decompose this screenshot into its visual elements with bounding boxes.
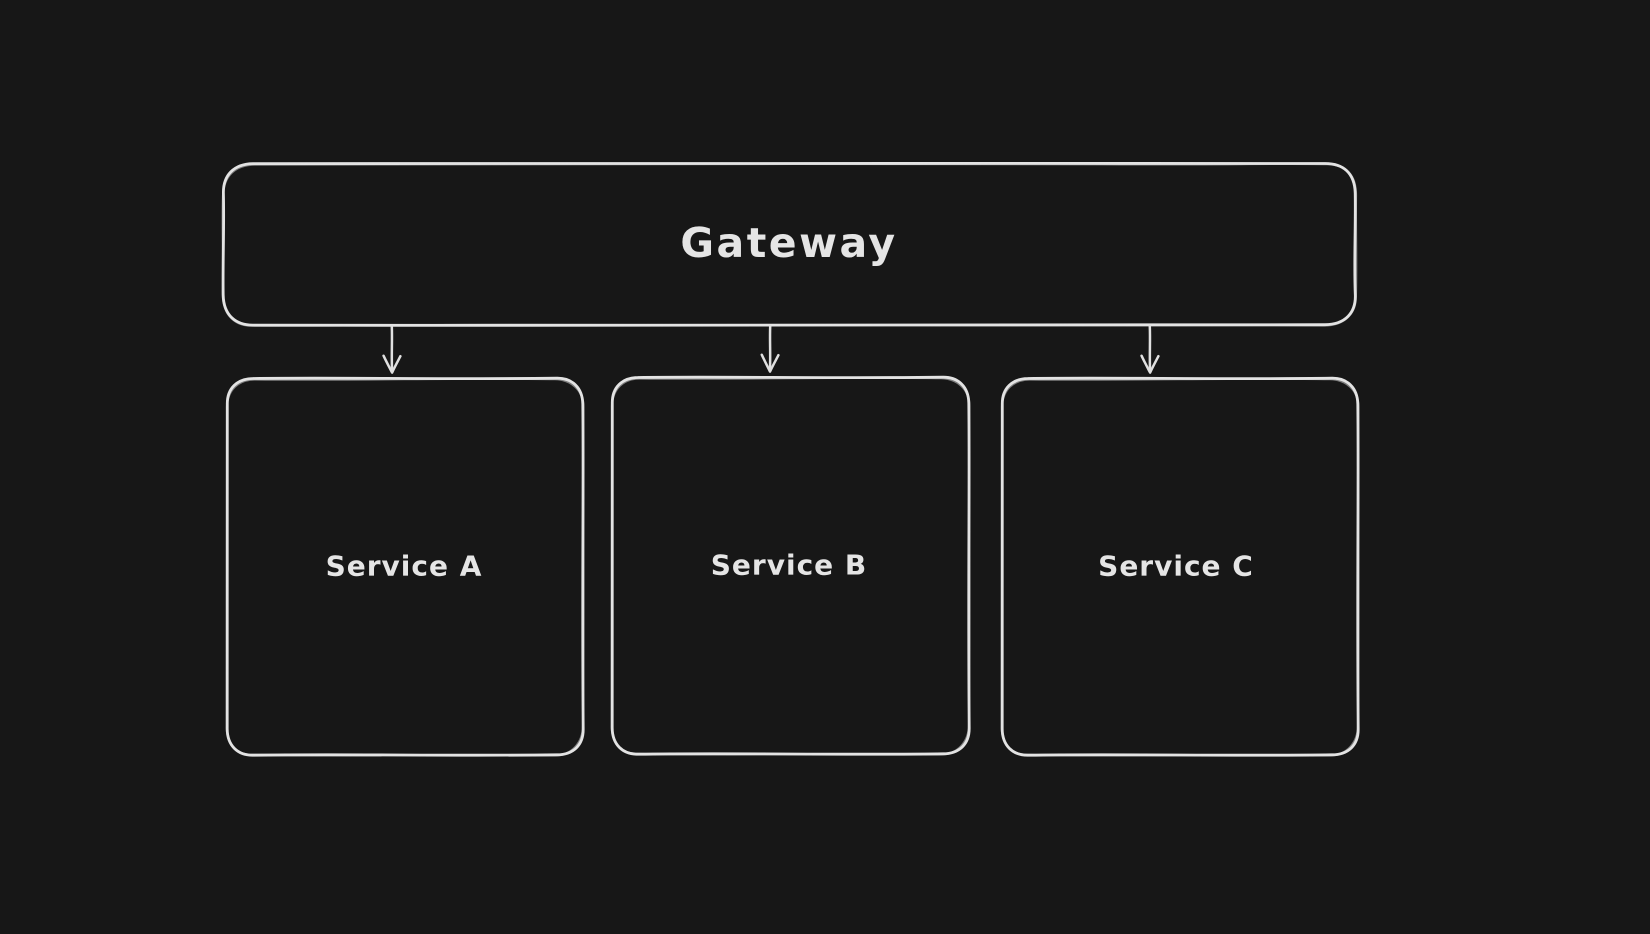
- arrow-gateway-to-service-b[interactable]: [760, 325, 780, 373]
- service-b-node-label: Service B: [710, 548, 868, 582]
- arrow-gateway-to-service-c[interactable]: [1140, 325, 1160, 374]
- arrow-gateway-to-service-a[interactable]: [382, 325, 402, 374]
- service-c-node-shape[interactable]: [1000, 376, 1360, 757]
- service-a-node-label: Service A: [325, 549, 483, 583]
- service-b-node-shape[interactable]: [610, 375, 971, 756]
- service-a-node-shape[interactable]: [225, 376, 585, 757]
- gateway-node-shape[interactable]: [221, 161, 1358, 327]
- gateway-node-label: Gateway: [680, 219, 898, 267]
- service-c-node-label: Service C: [1098, 549, 1254, 583]
